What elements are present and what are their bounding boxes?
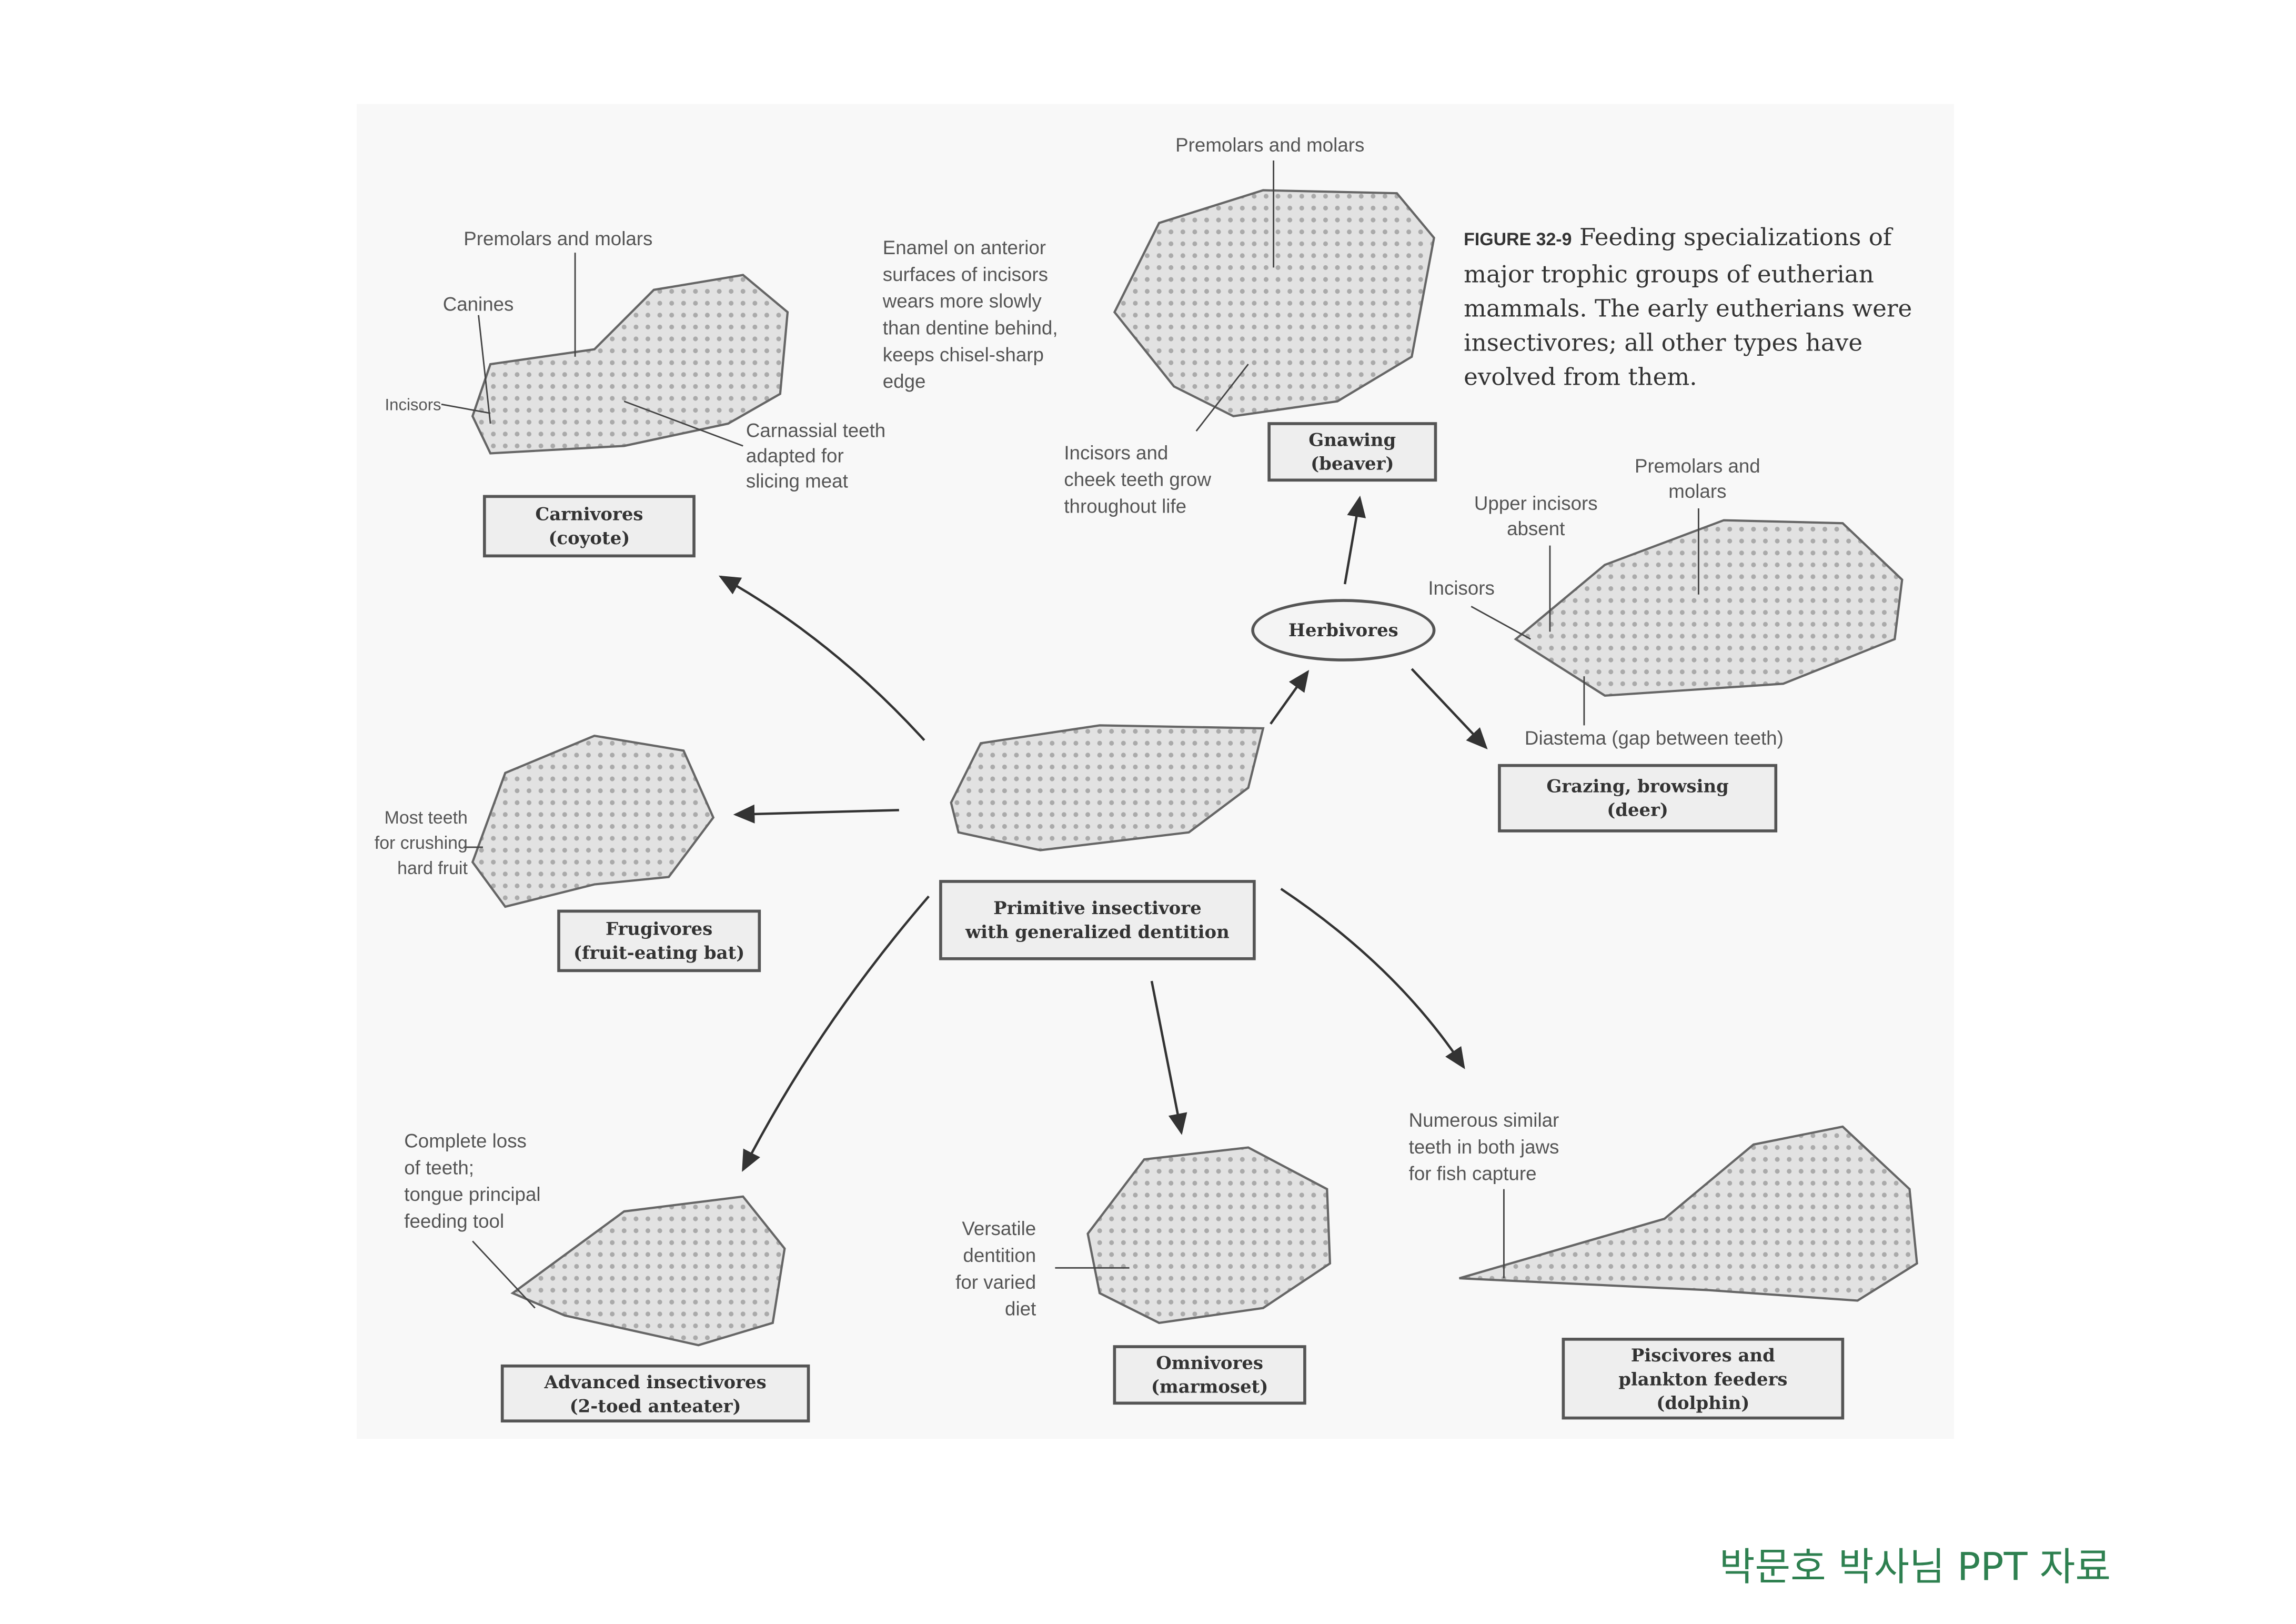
gnawing-box: Gnawing (beaver) <box>1267 422 1437 482</box>
piscivores-box: Piscivores and plankton feeders (dolphin… <box>1562 1338 1845 1420</box>
herbivores-label: Herbivores <box>1288 619 1398 641</box>
deer-label-diastema: Diastema (gap between teeth) <box>1524 727 1784 749</box>
omnivores-box-label: Omnivores (marmoset) <box>1151 1352 1268 1398</box>
gnawing-box-label: Gnawing (beaver) <box>1308 429 1396 475</box>
dolphin-label: Numerous similar teeth in both jaws for … <box>1408 1109 1559 1185</box>
herbivores-node: Herbivores <box>1251 599 1436 661</box>
piscivores-box-label: Piscivores and plankton feeders (dolphin… <box>1618 1344 1788 1413</box>
frugivores-box: Frugivores (fruit-eating bat) <box>557 909 761 973</box>
beaver-skull <box>1113 189 1435 418</box>
deer-label-incisors: Incisors <box>1428 576 1495 599</box>
deer-label-upper-incisors: Upper incisors absent <box>1474 492 1598 540</box>
watermark-text: 박문호 박사님 PPT 자료 <box>1719 1546 2111 1591</box>
frugivores-box-label: Frugivores (fruit-eating bat) <box>573 918 745 964</box>
carnivores-box: Carnivores (coyote) <box>482 495 696 558</box>
anteater-skull <box>510 1195 786 1347</box>
figure-caption: FIGURE 32-9 Feeding specializations of m… <box>1464 220 1939 394</box>
marmoset-label: Versatile dentition for varied diet <box>955 1217 1036 1320</box>
carnivore-label-canines: Canines <box>442 293 514 315</box>
beaver-label-premolars: Premolars and molars <box>1175 134 1365 156</box>
carnivore-label-incisors: Incisors <box>385 397 441 415</box>
deer-skull <box>1514 519 1904 697</box>
beaver-label-growth: Incisors and cheek teeth grow throughout… <box>1064 441 1212 517</box>
leader-lines <box>441 161 1699 1309</box>
grazing-box-label: Grazing, browsing (deer) <box>1546 776 1729 821</box>
beaver-label-enamel: Enamel on anterior surfaces of incisors … <box>882 236 1058 393</box>
carnivore-label-carnassial: Carnassial teeth adapted for slicing mea… <box>746 419 886 492</box>
anteater-box: Advanced insectivores (2-toed anteater) <box>500 1364 810 1423</box>
arrows <box>718 495 1488 1172</box>
caption-text: Feeding specializations of major trophic… <box>1464 223 1912 391</box>
figure-number: FIGURE 32-9 <box>1464 228 1572 250</box>
omnivores-box: Omnivores (marmoset) <box>1113 1345 1306 1405</box>
anteater-label: Complete loss of teeth; tongue principal… <box>404 1129 541 1232</box>
bat-label: Most teeth for crushing hard fruit <box>374 807 468 879</box>
anteater-box-label: Advanced insectivores (2-toed anteater) <box>544 1371 767 1416</box>
coyote-skull <box>471 274 789 455</box>
grazing-box: Grazing, browsing (deer) <box>1498 764 1778 833</box>
primitive-skull <box>950 724 1265 851</box>
primitive-box-label: Primitive insectivore with generalized d… <box>965 897 1230 943</box>
dolphin-skull <box>1459 1125 1918 1302</box>
bat-skull <box>471 734 715 908</box>
primitive-insectivore-box: Primitive insectivore with generalized d… <box>939 880 1256 960</box>
carnivore-label-premolars: Premolars and molars <box>464 227 653 250</box>
carnivores-box-label: Carnivores (coyote) <box>535 504 643 549</box>
deer-label-premolars: Premolars and molars <box>1634 455 1760 503</box>
marmoset-skull <box>1086 1146 1332 1324</box>
